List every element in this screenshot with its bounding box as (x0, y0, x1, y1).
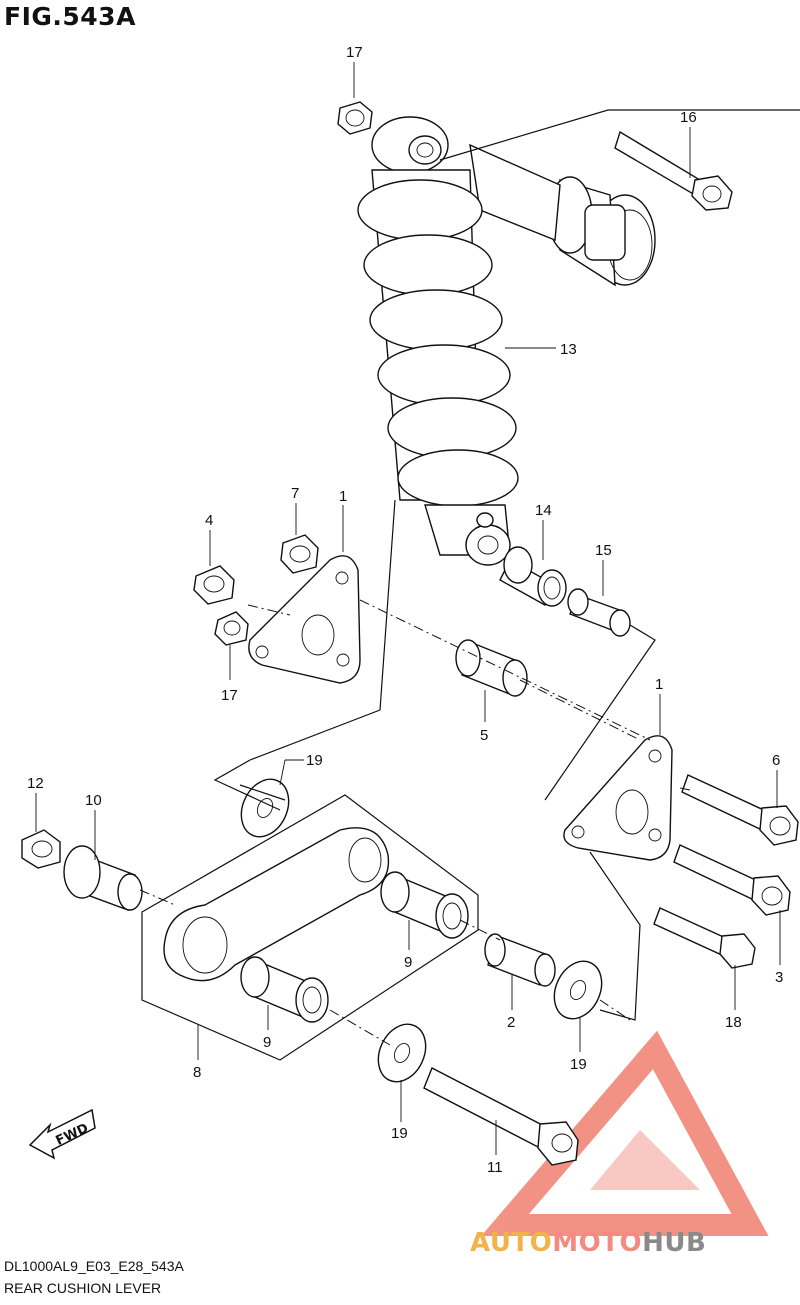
bolt-3 (673, 844, 791, 916)
callout-16: 16 (680, 109, 697, 126)
callout-18: 18 (725, 1014, 742, 1031)
callout-4: 4 (205, 512, 213, 529)
nut-4 (193, 565, 235, 605)
callout-12: 12 (27, 775, 44, 792)
callout-13: 13 (560, 341, 577, 358)
figure-title: FIG.543A (4, 2, 136, 31)
bolt-6 (681, 774, 799, 846)
nut-17-top (337, 101, 373, 135)
callout-1-right: 1 (655, 676, 663, 693)
callout-10: 10 (85, 792, 102, 809)
callout-9-upper: 9 (404, 954, 412, 971)
callout-5: 5 (480, 727, 488, 744)
watermark-part3: HUB (642, 1228, 707, 1258)
bracket-1-left (248, 555, 361, 684)
callout-19-right: 19 (570, 1056, 587, 1073)
watermark-part2: MOTO (552, 1228, 643, 1258)
spacer-2 (484, 933, 556, 987)
shock-absorber (357, 116, 656, 566)
callout-9-lower: 9 (263, 1034, 271, 1051)
nut-17-left (214, 611, 249, 646)
watermark-logo (481, 1030, 769, 1236)
bracket-1-right (563, 735, 673, 861)
callout-17-top: 17 (346, 44, 363, 61)
washer-19-lower (377, 1023, 427, 1083)
bushing-10 (63, 845, 143, 911)
callout-19-upper: 19 (306, 752, 323, 769)
callout-2: 2 (507, 1014, 515, 1031)
figure-code: DL1000AL9_E03_E28_543A (4, 1258, 184, 1274)
watermark-part1: AUTO (470, 1228, 553, 1258)
needle-bearing-9-upper (380, 871, 469, 939)
figure-name: REAR CUSHION LEVER (4, 1280, 162, 1296)
spacer-15 (567, 588, 631, 637)
callouts: 17 16 13 7 1 4 14 15 17 5 1 19 6 12 10 9… (27, 44, 783, 1176)
callout-11: 11 (487, 1159, 503, 1176)
callout-7: 7 (291, 485, 299, 502)
callout-1-left: 1 (339, 488, 347, 505)
leader-lines (35, 62, 781, 1155)
callout-15: 15 (595, 542, 612, 559)
fwd-arrow-icon: FWD (28, 1108, 96, 1160)
callout-6: 6 (772, 752, 780, 769)
callout-17-left: 17 (221, 687, 238, 704)
nut-12 (21, 829, 61, 869)
callout-19-lower: 19 (391, 1125, 408, 1142)
needle-bearing-9-lower (240, 956, 329, 1023)
spacer-5 (455, 639, 528, 697)
callout-3: 3 (775, 969, 783, 986)
bolt-16 (614, 130, 733, 211)
washer-19-upper (240, 778, 290, 838)
bolt-11 (423, 1067, 579, 1166)
washer-19-right (553, 960, 603, 1020)
assembly-lines (139, 109, 800, 1046)
nut-7 (280, 534, 319, 574)
callout-14: 14 (535, 502, 552, 519)
callout-8: 8 (193, 1064, 201, 1081)
bolt-18 (653, 907, 756, 969)
watermark-text: AUTOMOTOHUB (470, 1228, 706, 1258)
bushing-14 (499, 546, 567, 607)
